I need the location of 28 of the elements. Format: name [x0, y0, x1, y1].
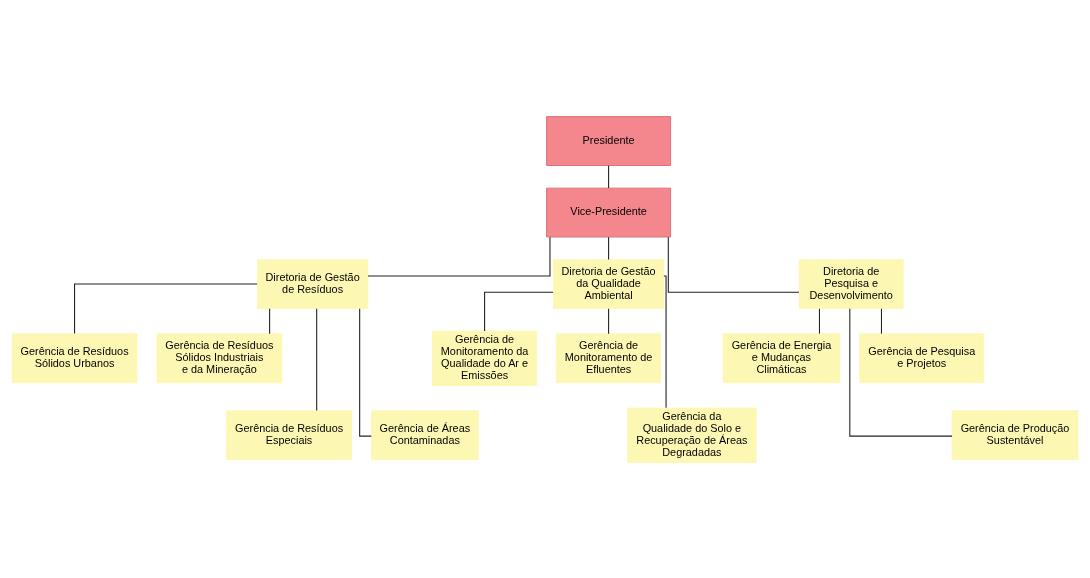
connector: [367, 236, 551, 276]
node-box: Gerência da Qualidade do Solo e Recuperação de Áreas Degradadas: [627, 407, 757, 463]
node-box: Gerência de Áreas Contaminadas: [371, 409, 479, 460]
node-box: Gerência de Energia e Mudanças Climáticas: [722, 332, 841, 383]
node-box: Gerência de Produção Sustentável: [951, 409, 1079, 460]
connector: [849, 307, 953, 437]
node-box: Gerência de Monitoramento da Qualidade do Ar e Emissões: [432, 330, 538, 386]
node-box: Gerência de Resíduos Sólidos Industriais e da Mineração: [156, 332, 283, 383]
connector: [663, 274, 667, 408]
connector: [608, 307, 610, 334]
connector: [484, 291, 554, 332]
connector: [74, 283, 258, 334]
node-box: Diretoria de Pesquisa e Desenvolvimento: [798, 258, 904, 309]
node-box: Presidente: [546, 115, 672, 166]
node-box: Gerência de Resíduos Sólidos Urbanos: [11, 332, 138, 383]
connector: [269, 307, 271, 334]
connector: [880, 307, 883, 334]
node-box: Diretoria de Gestão da Qualidade Ambiental: [552, 258, 665, 309]
connector: [608, 236, 610, 260]
connector: [316, 307, 318, 411]
connector: [818, 307, 821, 334]
node-box: Gerência de Resíduos Especiais: [226, 409, 352, 460]
node-box: Vice-Presidente: [546, 187, 672, 237]
connector: [667, 236, 800, 293]
connector: [608, 164, 610, 188]
node-box: Diretoria de Gestão de Resíduos: [256, 258, 369, 309]
node-box: Gerência de Pesquisa e Projetos: [859, 332, 985, 383]
node-box: Gerência de Monitoramento de Efluentes: [556, 332, 662, 383]
